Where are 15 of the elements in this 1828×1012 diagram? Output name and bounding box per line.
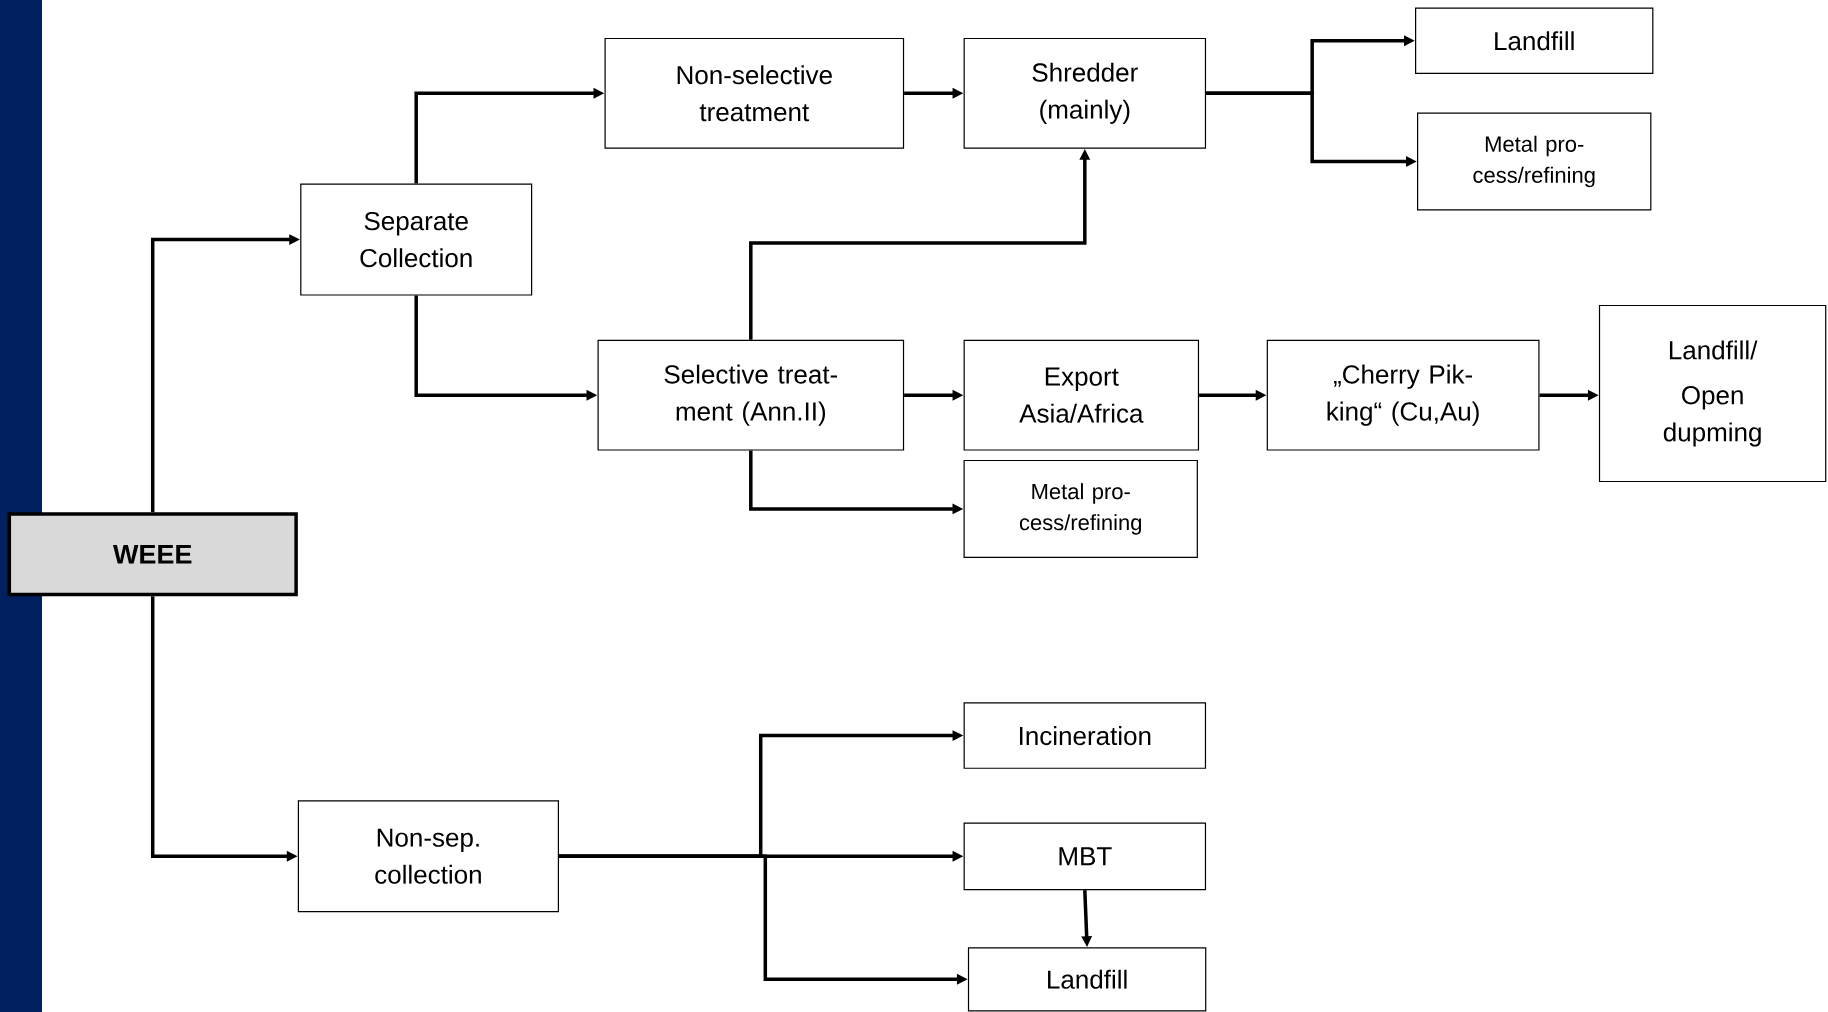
process-box: Non-sep. collection	[297, 800, 559, 913]
process-box: Separate Collection	[300, 183, 533, 296]
process-box: Metal pro- cess/refining	[963, 459, 1198, 558]
process-box: MBT	[963, 822, 1207, 891]
process-box: Selective treat- ment (Ann.II)	[597, 339, 905, 451]
process-box: Metal pro- cess/refining	[1417, 112, 1652, 211]
process-box: Landfill/ Open dupming	[1598, 304, 1827, 483]
process-box: Non-selective treatment	[604, 37, 905, 149]
start-box: WEEE	[7, 512, 298, 597]
process-box: Incineration	[963, 702, 1207, 769]
process-box: Shredder (mainly)	[963, 37, 1207, 149]
process-box: Landfill	[967, 947, 1207, 1012]
process-box: Export Asia/Africa	[963, 339, 1200, 451]
process-box: Landfill	[1415, 7, 1654, 75]
process-box: „Cherry Pik- king“ (Cu,Au)	[1266, 339, 1540, 451]
